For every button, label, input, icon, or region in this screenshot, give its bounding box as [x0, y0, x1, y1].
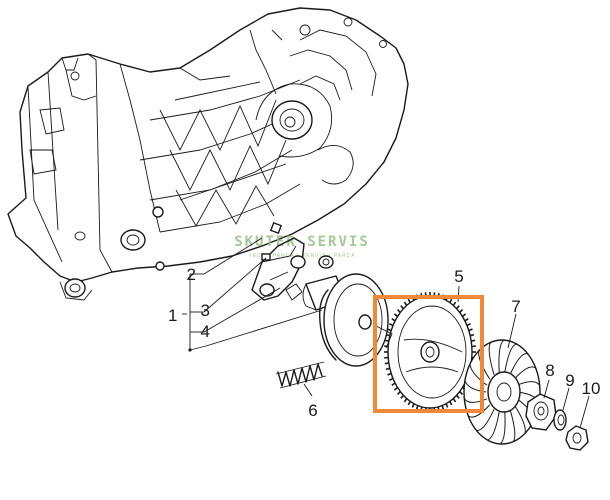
drive-face-tooth — [449, 401, 453, 406]
callout-9: 9 — [565, 371, 574, 390]
drive-face-tooth — [415, 405, 419, 410]
drive-face-tooth — [445, 403, 449, 408]
part-9-washer — [553, 409, 567, 431]
part-6-roller-spring — [275, 361, 327, 389]
fan-blade — [509, 353, 528, 375]
fan-blade — [513, 366, 537, 380]
drive-face-tooth — [455, 394, 460, 399]
drive-face-tooth — [466, 322, 471, 327]
fan-blade — [467, 404, 491, 418]
part-pulley-clip-assembly — [251, 221, 334, 301]
fan-blade — [504, 343, 517, 373]
fan-blade — [499, 411, 506, 445]
drive-face-tooth — [393, 386, 399, 391]
fan-blade — [487, 411, 500, 441]
part-7-cooling-fan — [463, 339, 541, 445]
drive-face-tooth — [396, 309, 401, 313]
callout-1: 1 — [168, 306, 177, 325]
drive-face-tooth — [387, 372, 392, 376]
engine-crankcase — [7, 7, 409, 301]
drive-face-tooth — [385, 367, 391, 371]
callout-4: 4 — [201, 322, 210, 341]
callout-10: 10 — [582, 379, 601, 398]
drive-face-tooth — [391, 382, 396, 386]
drive-face-tooth — [389, 322, 394, 327]
drive-face-tooth — [411, 403, 415, 408]
leader-lines — [182, 237, 590, 429]
fan-blade — [516, 381, 541, 386]
fan-blade — [476, 409, 495, 431]
drive-face-tooth — [455, 305, 460, 310]
callout-8: 8 — [545, 361, 554, 380]
drive-face-tooth — [464, 318, 469, 322]
fan-blade — [498, 339, 505, 373]
drive-face-tooth — [459, 309, 464, 313]
callout-3: 3 — [201, 301, 210, 320]
drive-face-tooth — [385, 333, 391, 337]
fan-blade — [513, 404, 526, 434]
watermark-logo: SKUTER SERVIS YEDEK PARÇA • SERVİS • PAR… — [234, 234, 368, 259]
callout-2: 2 — [187, 265, 196, 284]
drive-face-tooth — [393, 313, 399, 318]
drive-face-tooth — [396, 391, 401, 395]
drive-face-tooth — [469, 333, 475, 337]
drive-face-tooth — [400, 394, 405, 399]
part-8-nut — [525, 393, 557, 431]
callout-5: 5 — [454, 267, 463, 286]
drive-face-tooth — [468, 328, 473, 332]
callout-labels: 1 2 3 4 5 6 7 8 9 10 — [168, 265, 600, 420]
drive-face-tooth — [407, 298, 411, 303]
part-5-drive-face — [375, 292, 476, 412]
drive-face-tooth — [441, 405, 445, 410]
highlight-box-part-5 — [373, 295, 484, 413]
callout-7: 7 — [511, 297, 520, 316]
drive-face-tooth — [384, 339, 389, 342]
drive-face-tooth — [449, 298, 453, 303]
drive-face-tooth — [403, 301, 408, 306]
drive-face-tooth — [452, 398, 457, 403]
drive-face-tooth — [387, 328, 392, 332]
part-pulley-half — [302, 273, 389, 367]
drive-face-tooth — [461, 313, 467, 318]
watermark-subtitle: YEDEK PARÇA • SERVİS • PARÇA — [248, 252, 355, 259]
drive-face-tooth — [391, 318, 396, 322]
fan-blade — [488, 342, 495, 375]
drive-face-tooth — [400, 305, 405, 310]
drive-face-tooth — [452, 301, 457, 306]
fan-blade — [463, 398, 488, 403]
drive-face-tooth — [384, 362, 389, 365]
callout-6: 6 — [308, 401, 317, 420]
drive-face-tooth — [459, 391, 464, 395]
fan-blade — [509, 409, 516, 442]
drive-face-tooth — [403, 398, 408, 403]
fan-blade — [469, 363, 488, 386]
drive-face-tooth — [407, 401, 411, 406]
drive-face-tooth — [471, 339, 476, 342]
part-10-cap-nut — [565, 425, 589, 451]
drive-face-tooth — [389, 377, 394, 382]
